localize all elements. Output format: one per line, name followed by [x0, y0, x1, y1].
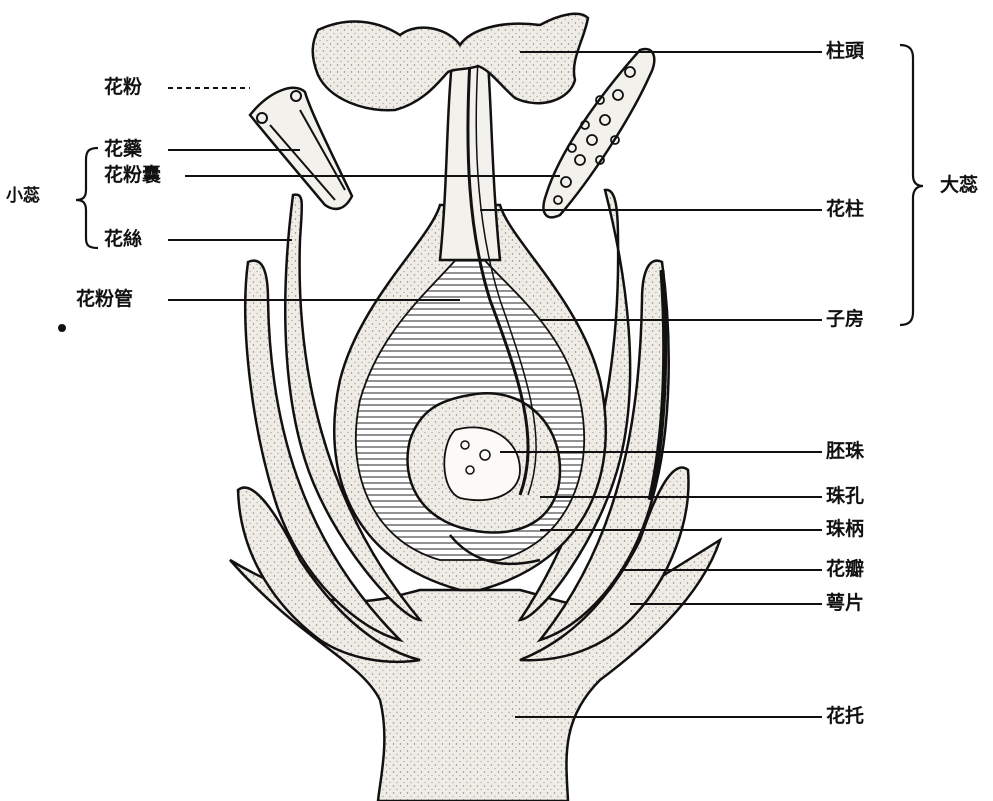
label-receptacle: 花托	[826, 707, 864, 726]
label-sepal: 萼片	[826, 594, 864, 613]
label-style: 花柱	[826, 200, 864, 219]
label-anther: 花藥	[104, 140, 142, 159]
label-ovule: 胚珠	[826, 442, 864, 461]
label-funicle: 珠柄	[826, 520, 864, 539]
label-stigma: 柱頭	[826, 42, 864, 61]
label-petal: 花瓣	[826, 560, 864, 579]
pistil-bracket	[900, 45, 923, 325]
label-pollen-tube: 花粉管	[76, 290, 133, 309]
label-micropyle: 珠孔	[826, 487, 864, 506]
anther-left-shape	[250, 88, 352, 209]
label-pistil: 大蕊	[940, 176, 978, 195]
label-ovary: 子房	[826, 310, 864, 329]
ink-dot	[58, 324, 66, 332]
label-pollen: 花粉	[104, 78, 142, 97]
label-pollen-sac: 花粉囊	[104, 166, 161, 185]
label-stamen: 小蕊	[6, 188, 40, 205]
stamen-bracket	[76, 148, 98, 248]
label-filament: 花絲	[104, 230, 142, 249]
